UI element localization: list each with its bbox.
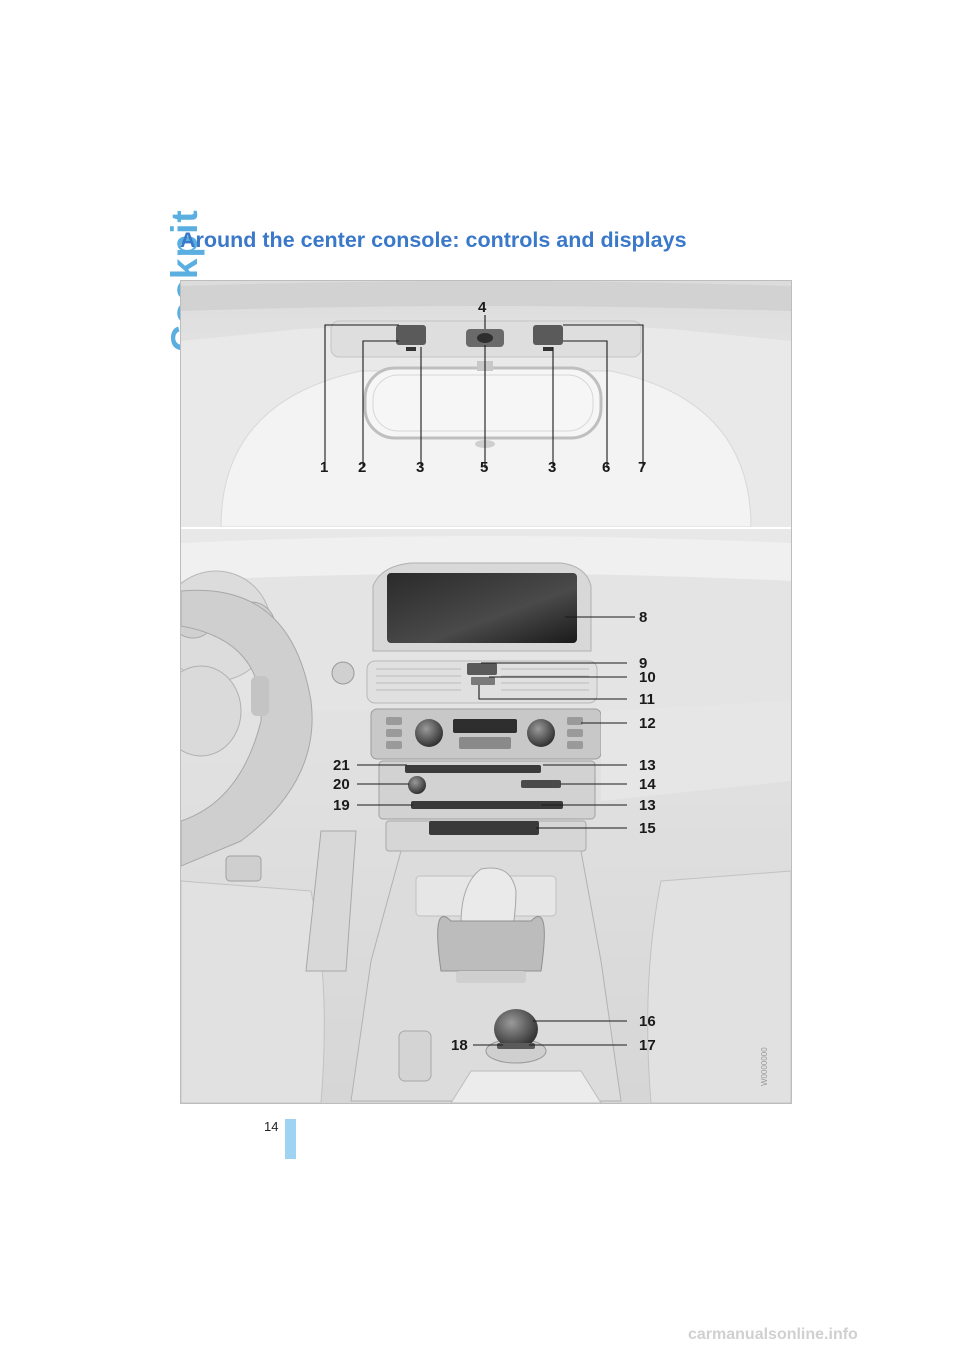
callout-8: 8 — [639, 609, 647, 626]
page-marker-bar — [285, 1119, 296, 1159]
callout-17: 17 — [639, 1037, 656, 1054]
callout-3-right: 3 — [548, 459, 556, 476]
callout-12: 12 — [639, 715, 656, 732]
callout-18: 18 — [451, 1037, 468, 1054]
callout-4: 4 — [478, 299, 487, 316]
callout-21: 21 — [333, 757, 350, 774]
callout-13-top: 13 — [639, 757, 656, 774]
watermark: carmanualsonline.info — [688, 1326, 858, 1343]
callout-13-bottom: 13 — [639, 797, 656, 814]
page-heading: Around the center console: controls and … — [180, 228, 687, 252]
cockpit-illustration-svg: 4 1 2 3 5 3 6 7 — [181, 281, 791, 1103]
hazard-button — [467, 663, 497, 675]
page-number: 14 — [264, 1119, 279, 1134]
callout-20: 20 — [333, 776, 350, 793]
callout-15: 15 — [639, 820, 656, 837]
callout-14: 14 — [639, 776, 656, 793]
callout-6: 6 — [602, 459, 610, 476]
control-display — [387, 573, 577, 643]
callout-10: 10 — [639, 669, 656, 686]
callout-9: 9 — [639, 655, 647, 672]
cockpit-illustration: 4 1 2 3 5 3 6 7 — [180, 280, 792, 1104]
rear-view-mirror — [363, 366, 603, 440]
callout-7: 7 — [638, 459, 646, 476]
reading-light-left — [396, 325, 426, 345]
callout-5: 5 — [480, 459, 488, 476]
callout-16: 16 — [639, 1013, 656, 1030]
callout-1: 1 — [320, 459, 328, 476]
callout-19: 19 — [333, 797, 350, 814]
reading-light-right — [533, 325, 563, 345]
section-title: Cockpit — [124, 209, 205, 352]
idrive-controller — [494, 1009, 538, 1049]
callout-3-left: 3 — [416, 459, 424, 476]
figure-code: W0000000 — [760, 1047, 769, 1086]
climate-control — [370, 708, 602, 760]
callout-2: 2 — [358, 459, 366, 476]
callout-11: 11 — [639, 691, 655, 708]
